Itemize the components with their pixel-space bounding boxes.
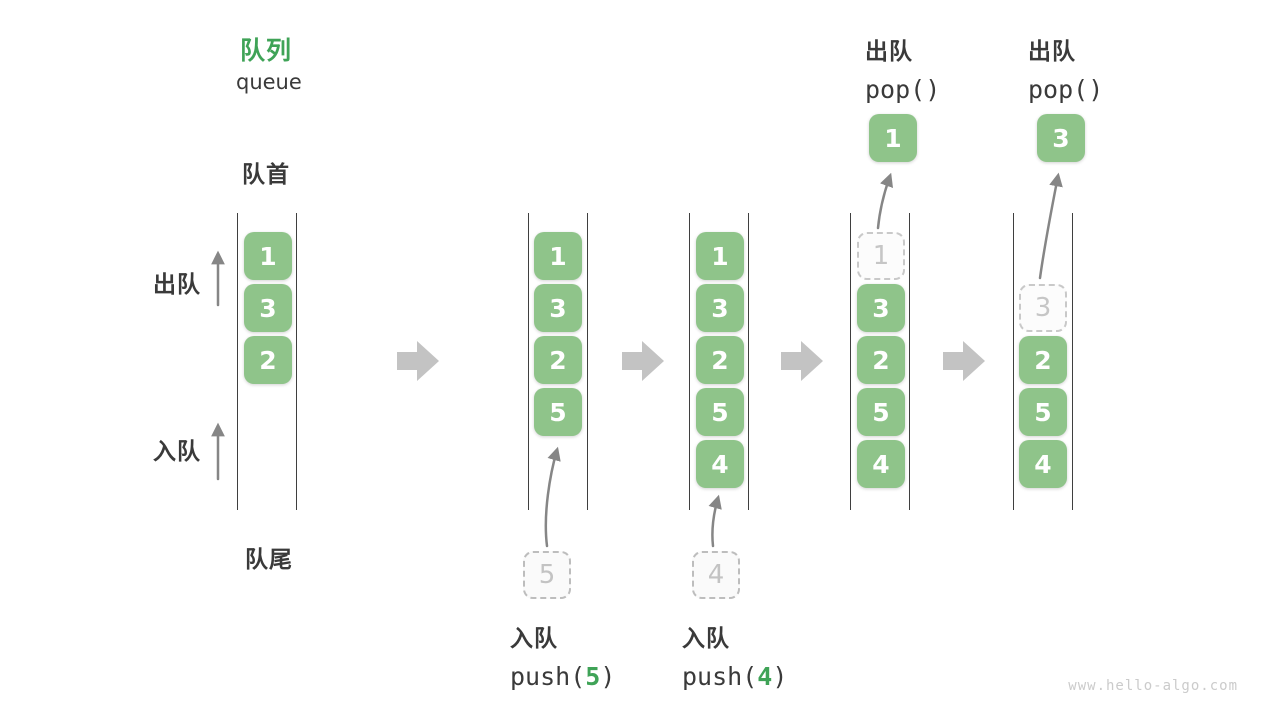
staged-push-element-4: 4 bbox=[692, 551, 740, 599]
label-queue-rear: 队尾 bbox=[245, 547, 293, 573]
queue-channel-1 bbox=[237, 213, 297, 510]
label-enqueue-side: 入队 bbox=[153, 439, 201, 465]
queue-element: 5 bbox=[857, 388, 905, 436]
push-operation-label-4: 入队 push(4) bbox=[682, 619, 787, 691]
queue-element-removed-ghost: 3 bbox=[1019, 284, 1067, 332]
queue-element: 2 bbox=[534, 336, 582, 384]
push-arg-value: 4 bbox=[757, 662, 773, 691]
pop-label-zh: 出队 bbox=[865, 39, 913, 65]
queue-channel-3 bbox=[689, 213, 749, 510]
queue-element: 4 bbox=[1019, 440, 1067, 488]
step-arrow-icon-1 bbox=[397, 341, 439, 381]
queue-element: 2 bbox=[1019, 336, 1067, 384]
step-arrow-icon-3 bbox=[781, 341, 823, 381]
queue-element: 2 bbox=[696, 336, 744, 384]
queue-element: 1 bbox=[534, 232, 582, 280]
pop-label-code: pop() bbox=[1028, 75, 1104, 104]
queue-element: 1 bbox=[696, 232, 744, 280]
queue-channel-2 bbox=[528, 213, 588, 510]
pop-label-code: pop() bbox=[865, 75, 941, 104]
queue-element: 3 bbox=[857, 284, 905, 332]
page-subtitle: queue bbox=[236, 70, 302, 94]
page-title: 队列 bbox=[240, 36, 293, 65]
label-dequeue-side: 出队 bbox=[153, 272, 201, 298]
queue-element: 4 bbox=[857, 440, 905, 488]
queue-element: 2 bbox=[244, 336, 292, 384]
queue-element: 3 bbox=[696, 284, 744, 332]
push-operation-label-5: 入队 push(5) bbox=[510, 619, 615, 691]
queue-element: 1 bbox=[244, 232, 292, 280]
queue-element: 2 bbox=[857, 336, 905, 384]
pop-operation-label-2: 出队 pop() bbox=[1028, 32, 1103, 104]
push-label-zh: 入队 bbox=[682, 626, 730, 652]
pop-operation-label-1: 出队 pop() bbox=[865, 32, 940, 104]
push-label-zh: 入队 bbox=[510, 626, 558, 652]
step-arrow-icon-2 bbox=[622, 341, 664, 381]
queue-element: 5 bbox=[696, 388, 744, 436]
queue-element: 5 bbox=[534, 388, 582, 436]
queue-element: 4 bbox=[696, 440, 744, 488]
watermark: www.hello-algo.com bbox=[1068, 678, 1238, 694]
pop-label-zh: 出队 bbox=[1028, 39, 1076, 65]
queue-channel-5 bbox=[1013, 213, 1073, 510]
queue-element: 3 bbox=[244, 284, 292, 332]
staged-push-element-5: 5 bbox=[523, 551, 571, 599]
queue-element: 3 bbox=[534, 284, 582, 332]
step-arrow-icon-4 bbox=[943, 341, 985, 381]
queue-element-removed-ghost: 1 bbox=[857, 232, 905, 280]
queue-element: 5 bbox=[1019, 388, 1067, 436]
popped-element-1: 1 bbox=[869, 114, 917, 162]
popped-element-3: 3 bbox=[1037, 114, 1085, 162]
push-label-code: push(5) bbox=[510, 662, 616, 691]
queue-channel-4 bbox=[850, 213, 910, 510]
push-arg-value: 5 bbox=[585, 662, 601, 691]
label-queue-front: 队首 bbox=[242, 162, 290, 188]
push-label-code: push(4) bbox=[682, 662, 788, 691]
